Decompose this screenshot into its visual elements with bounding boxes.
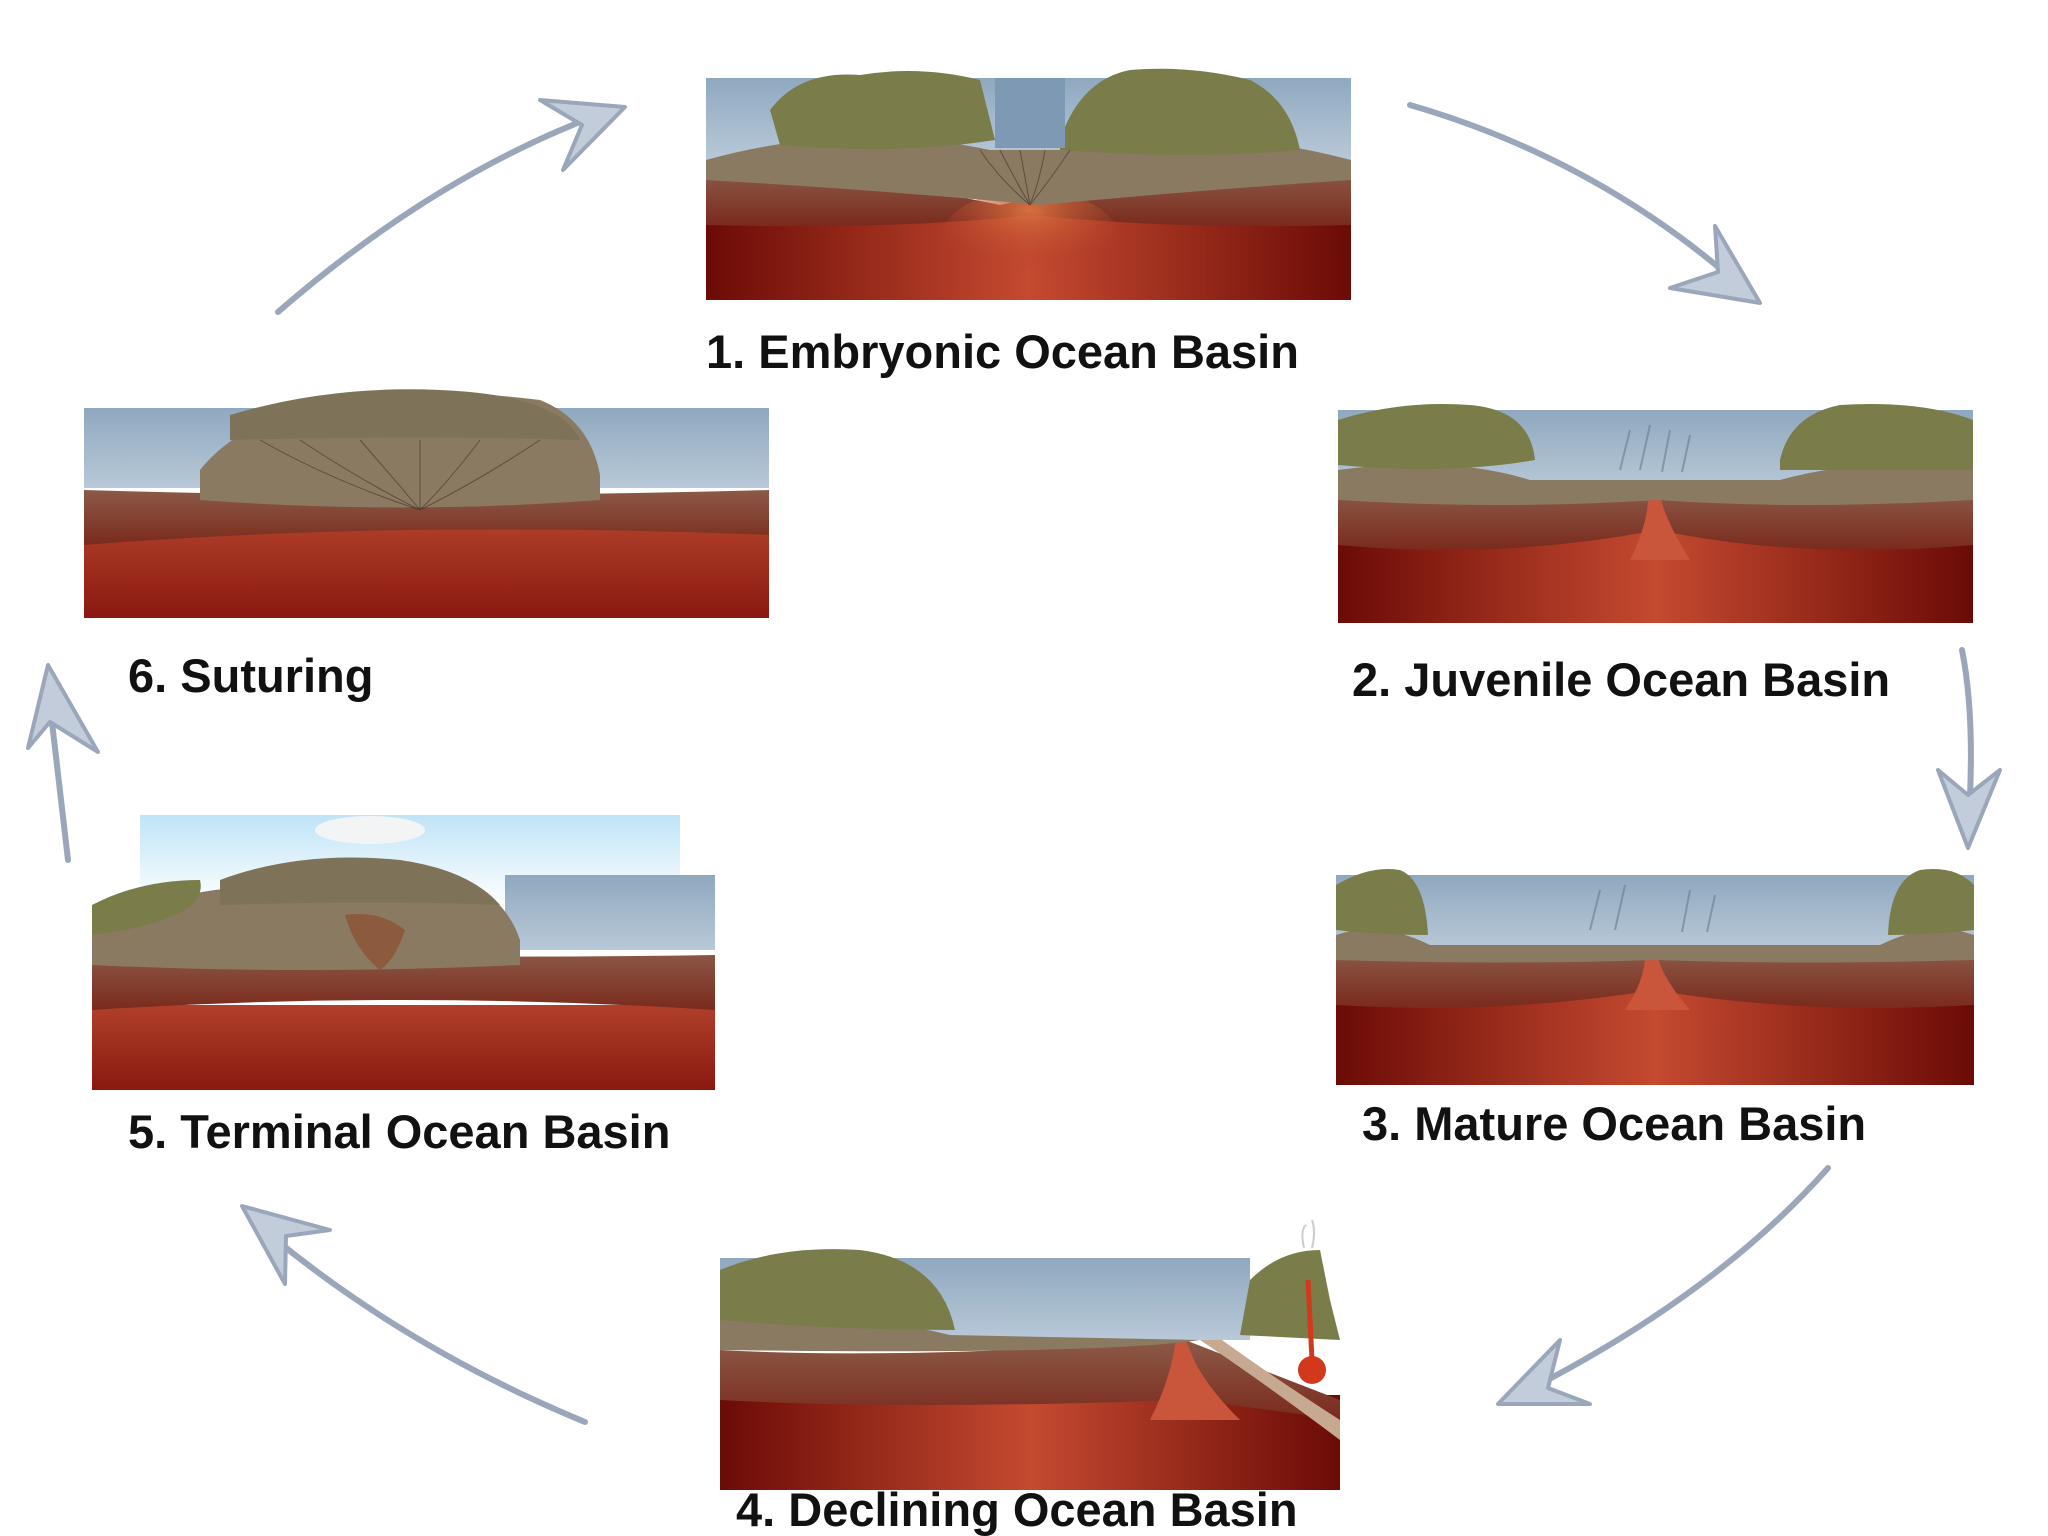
arrow-1-to-2	[1407, 102, 1748, 293]
arrowhead-5	[240, 1204, 332, 1286]
stage-2-label: 2. Juvenile Ocean Basin	[1352, 653, 1891, 706]
stage-6-suturing-block	[84, 389, 769, 618]
stage-3-label: 3. Mature Ocean Basin	[1362, 1097, 1867, 1150]
cycle-arrowheads	[26, 98, 2002, 1406]
arrow-6-to-1	[275, 115, 593, 315]
arrowhead-3	[1936, 768, 2002, 850]
stage-2-juvenile-block	[1338, 404, 1973, 623]
stage-4-declining-block	[720, 1219, 1340, 1490]
stage-5-label: 5. Terminal Ocean Basin	[128, 1105, 671, 1158]
stage-6-label: 6. Suturing	[128, 649, 374, 702]
arrowhead-6	[26, 663, 100, 754]
cycle-arrows	[47, 102, 1974, 1425]
stage-4-label: 4. Declining Ocean Basin	[736, 1483, 1298, 1536]
stage-1-embryonic-block	[706, 68, 1351, 300]
arrow-4-to-5	[267, 1232, 588, 1425]
arrowhead-2	[1668, 224, 1762, 305]
stage-1-label: 1. Embryonic Ocean Basin	[706, 325, 1299, 378]
arrowhead-1	[538, 98, 627, 172]
stage-5-terminal-block	[92, 815, 715, 1090]
arrowhead-4	[1496, 1338, 1592, 1406]
arrow-3-to-4	[1535, 1165, 1831, 1388]
stage-3-mature-block	[1336, 869, 1974, 1085]
